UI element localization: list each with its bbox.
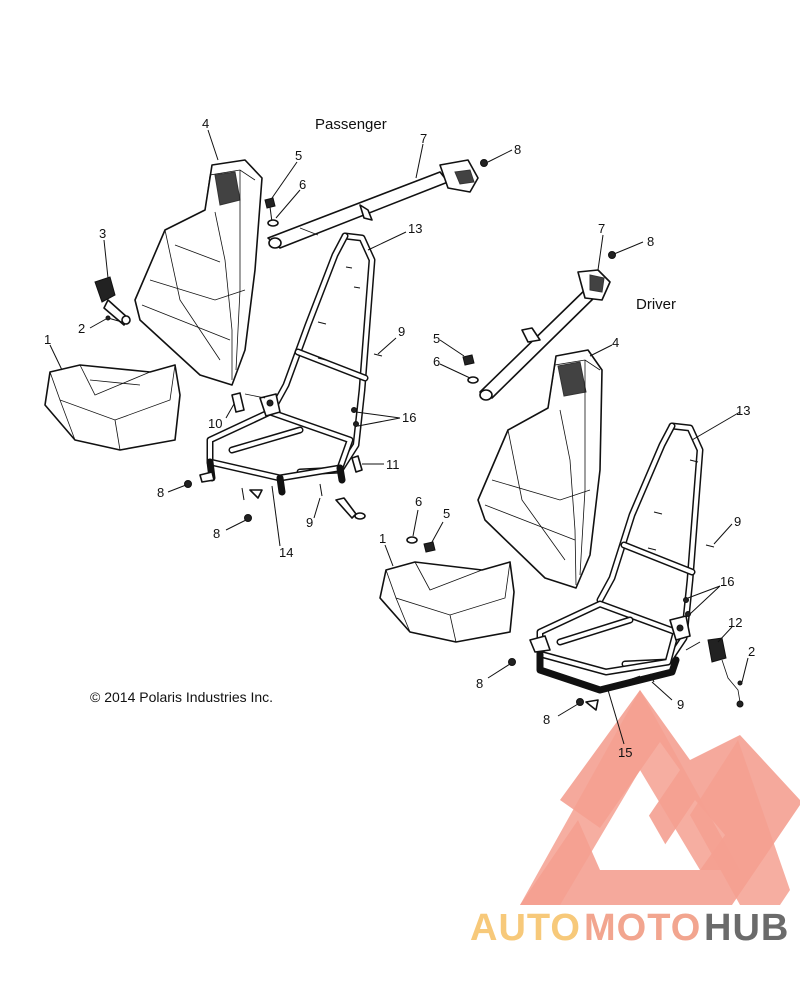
- callout-p16: 16: [402, 410, 416, 425]
- caption-driver: Driver: [636, 296, 676, 313]
- callout-p8a: 8: [514, 142, 521, 157]
- callout-d8b: 8: [476, 676, 483, 691]
- callout-d12: 12: [728, 615, 742, 630]
- callout-d1: 1: [379, 531, 386, 546]
- passenger-seat-frame: [199, 232, 376, 499]
- passenger-seat-belt: [267, 159, 479, 249]
- watermark-logo: AUTO MOTO HUB: [470, 690, 800, 949]
- callout-p5: 5: [295, 148, 302, 163]
- passenger-bolt-washer: [264, 197, 279, 227]
- callout-d13: 13: [736, 403, 750, 418]
- callout-p6: 6: [299, 177, 306, 192]
- callout-d6: 6: [433, 354, 440, 369]
- watermark-moto: MOTO: [584, 907, 701, 949]
- callout-d8c: 8: [543, 712, 550, 727]
- watermark-hub: HUB: [704, 907, 789, 949]
- passenger-seat-bottom: [44, 364, 181, 451]
- driver-buckle: [685, 637, 744, 708]
- callout-d5: 5: [433, 331, 440, 346]
- callout-d7: 7: [598, 221, 605, 236]
- callout-p13: 13: [408, 221, 422, 236]
- callout-p3: 3: [99, 226, 106, 241]
- callout-p1: 1: [44, 332, 51, 347]
- driver-seat-frame: [529, 422, 704, 711]
- callout-d16: 16: [720, 574, 734, 589]
- callout-d6b: 6: [415, 494, 422, 509]
- callout-d9a: 9: [734, 514, 741, 529]
- callout-p7: 7: [420, 131, 427, 146]
- driver-seat-bottom: [379, 561, 515, 643]
- callout-p14: 14: [279, 545, 293, 560]
- callout-p8c: 8: [213, 526, 220, 541]
- callout-p2: 2: [78, 321, 85, 336]
- leader-lines: [49, 129, 749, 745]
- callout-p8b: 8: [157, 485, 164, 500]
- passenger-buckle: [94, 276, 131, 326]
- caption-passenger: Passenger: [315, 116, 387, 133]
- driver-seat-belt: [479, 269, 611, 401]
- callout-d15: 15: [618, 745, 632, 760]
- callout-p4: 4: [202, 116, 209, 131]
- callout-d2: 2: [748, 644, 755, 659]
- callout-p10: 10: [208, 416, 222, 431]
- callout-d5b: 5: [443, 506, 450, 521]
- callout-d9b: 9: [677, 697, 684, 712]
- watermark-auto: AUTO: [470, 907, 581, 949]
- callout-d8a: 8: [647, 234, 654, 249]
- callout-p9b: 9: [306, 515, 313, 530]
- callout-p9a: 9: [398, 324, 405, 339]
- passenger-seat-back: [134, 159, 263, 386]
- callout-p11: 11: [386, 457, 400, 472]
- callout-d4: 4: [612, 335, 619, 350]
- driver-seat-back: [477, 349, 603, 589]
- copyright-text: © 2014 Polaris Industries Inc.: [90, 689, 273, 705]
